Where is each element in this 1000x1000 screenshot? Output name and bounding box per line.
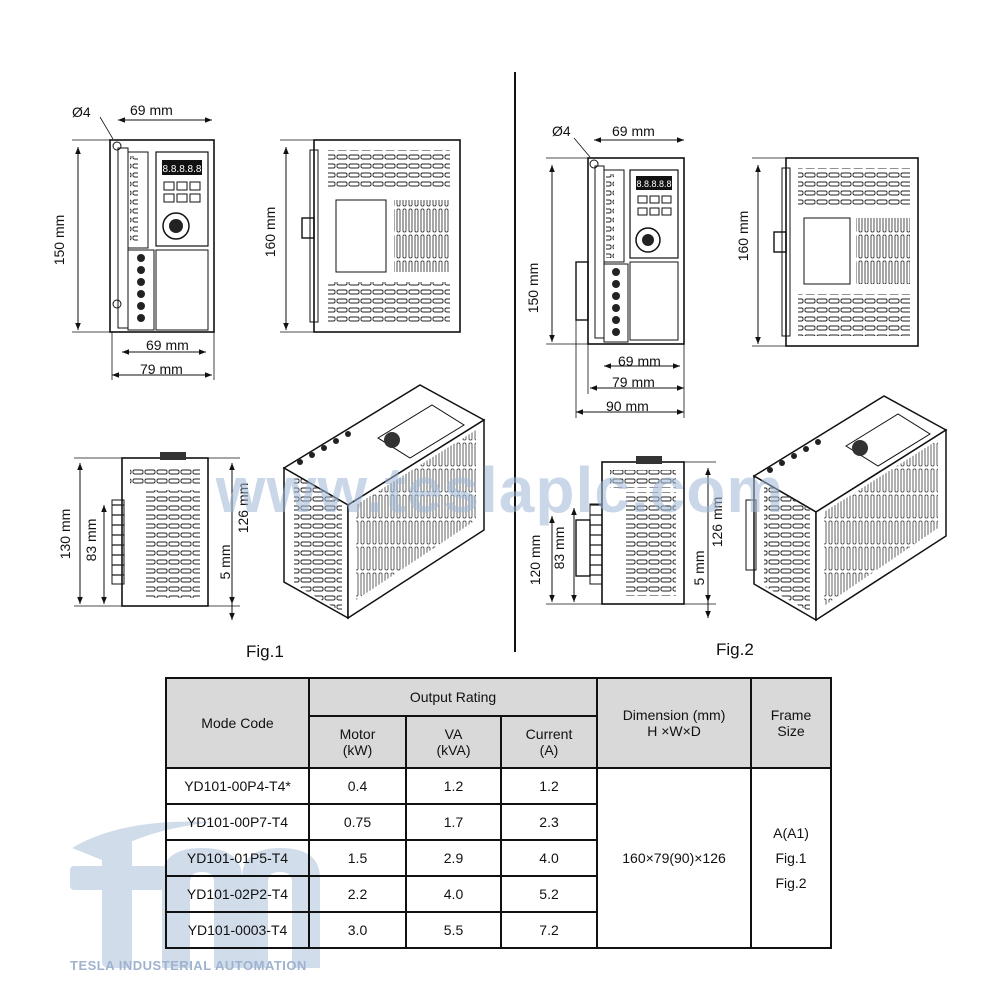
header-va: VA(kVA) xyxy=(405,715,502,769)
fig2-front-height: 150 mm xyxy=(525,263,541,314)
fig1-iso-view xyxy=(282,384,486,620)
cell-va: 1.7 xyxy=(405,803,502,841)
fig1-front-height: 150 mm xyxy=(51,215,67,266)
fig1-side-height: 160 mm xyxy=(262,207,278,258)
header-dimension: Dimension (mm)H ×W×D xyxy=(596,677,753,769)
fig2-front-view: 8.8.8.8.8 xyxy=(546,137,685,418)
fig1-bottom-view xyxy=(74,452,240,620)
fig2-top-width: 69 mm xyxy=(612,123,655,139)
cell-code: YD101-01P5-T4 xyxy=(165,839,310,877)
fig2-bottom-view xyxy=(546,456,716,618)
watermark-text: www.teslaplc.com xyxy=(215,454,784,526)
table-row: YD101-0003-T4 3.0 5.5 7.2 xyxy=(165,911,831,949)
fig2-outer-width: 79 mm xyxy=(612,374,655,390)
cell-motor: 0.4 xyxy=(308,767,407,805)
spec-table: Mode Code Output Rating Dimension (mm)H … xyxy=(165,677,833,949)
cell-current: 5.2 xyxy=(499,875,599,913)
brand-logo-text: TESLA INDUSTERIAL AUTOMATION xyxy=(70,958,307,973)
fig2-inner-width: 69 mm xyxy=(618,353,661,369)
header-current: Current(A) xyxy=(499,715,599,769)
cell-code: YD101-00P7-T4 xyxy=(165,803,310,841)
header-output-rating: Output Rating xyxy=(307,677,599,717)
table-header-row-1: Mode Code Output Rating Dimension (mm)H … xyxy=(165,677,833,769)
fig1-side-view xyxy=(280,139,461,333)
cell-va: 4.0 xyxy=(405,875,502,913)
table-row: YD101-02P2-T4 2.2 4.0 5.2 xyxy=(165,875,831,913)
fig2-iso-view xyxy=(745,395,948,622)
table-row: YD101-00P4-T4* 0.4 1.2 1.2 160×79(90)×12… xyxy=(165,767,833,949)
cell-va: 2.9 xyxy=(405,839,502,877)
fig2-label: Fig.2 xyxy=(716,640,754,659)
cell-current: 2.3 xyxy=(499,803,599,841)
cell-dimension: 160×79(90)×126 xyxy=(596,767,753,949)
fig1-outer-width: 79 mm xyxy=(140,361,183,377)
cell-motor: 1.5 xyxy=(308,839,407,877)
svg-text:8.8.8.8.8: 8.8.8.8.8 xyxy=(163,164,202,175)
fig2-depth: 126 mm xyxy=(709,497,725,548)
fig2-fin-h: 83 mm xyxy=(551,527,567,570)
cell-motor: 2.2 xyxy=(308,875,407,913)
dimension-drawings: 8.8.8.8.8 Ø4 69 mm 150 mm 69 mm 79 mm xyxy=(51,72,948,661)
cell-va: 5.5 xyxy=(405,911,502,949)
fig1-total-h: 130 mm xyxy=(57,509,73,560)
table-row: YD101-01P5-T4 1.5 2.9 4.0 xyxy=(165,839,831,877)
table-header-row-2: Motor(kW) VA(kVA) Current(A) xyxy=(166,715,831,769)
cell-code: YD101-02P2-T4 xyxy=(165,875,310,913)
header-motor: Motor(kW) xyxy=(308,715,407,769)
cell-current: 4.0 xyxy=(499,839,599,877)
cell-code: YD101-0003-T4 xyxy=(165,911,310,949)
header-mode-code: Mode Code xyxy=(165,677,310,769)
cell-motor: 3.0 xyxy=(308,911,407,949)
cell-current: 1.2 xyxy=(499,767,599,805)
fig1-fin-h: 83 mm xyxy=(83,519,99,562)
fig2-side-height: 160 mm xyxy=(735,211,751,262)
fig2-rail-width: 90 mm xyxy=(606,398,649,414)
cell-code: YD101-00P4-T4* xyxy=(165,767,310,805)
fig1-inner-width: 69 mm xyxy=(146,337,189,353)
table-row: YD101-00P7-T4 0.75 1.7 2.3 xyxy=(165,803,831,841)
fig2-total-h: 120 mm xyxy=(527,535,543,586)
fig1-top-width: 69 mm xyxy=(130,102,173,118)
fig1-hole-label: Ø4 xyxy=(72,104,91,120)
fig2-offset: 5 mm xyxy=(691,551,707,586)
fig1-front-view: 8.8.8.8.8 xyxy=(72,116,215,380)
fig1-offset: 5 mm xyxy=(217,545,233,580)
cell-current: 7.2 xyxy=(499,911,599,949)
fig1-label: Fig.1 xyxy=(246,642,284,661)
svg-text:8.8.8.8.8: 8.8.8.8.8 xyxy=(636,179,671,189)
cell-motor: 0.75 xyxy=(308,803,407,841)
fig2-side-view xyxy=(752,157,919,347)
fig1-depth: 126 mm xyxy=(235,483,251,534)
cell-va: 1.2 xyxy=(405,767,502,805)
fig2-hole-label: Ø4 xyxy=(552,123,571,139)
